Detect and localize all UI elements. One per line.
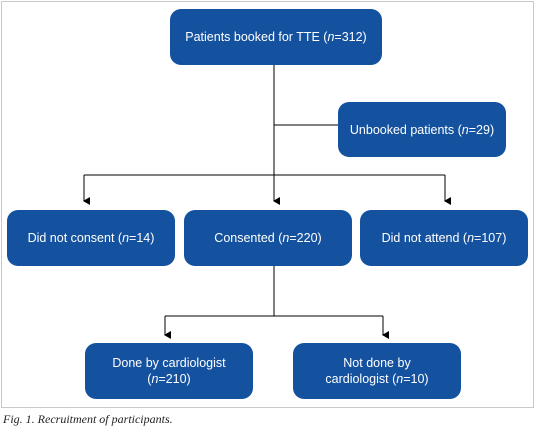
no-consent-box: Did not consent (n=14) bbox=[7, 210, 175, 266]
consented-label: Consented (n=220) bbox=[214, 231, 322, 245]
unbooked-label: Unbooked patients (n=29) bbox=[349, 122, 495, 137]
booked-box: Patients booked for TTE (n=312) bbox=[170, 9, 382, 65]
done-box: Done by cardiologist(n=210) bbox=[85, 343, 253, 399]
done-label: Done by cardiologist(n=210) bbox=[112, 356, 226, 386]
consented-box: Consented (n=220) bbox=[184, 210, 352, 266]
figure-caption: Fig. 1. Recruitment of participants. bbox=[3, 412, 173, 426]
no-attend-label: Did not attend (n=107) bbox=[381, 231, 507, 245]
no-consent-label: Did not consent (n=14) bbox=[27, 231, 155, 245]
no-attend-box: Did not attend (n=107) bbox=[360, 210, 528, 266]
booked-label: Patients booked for TTE (n=312) bbox=[185, 30, 367, 44]
unbooked-box: Unbooked patients (n=29) bbox=[338, 102, 506, 157]
